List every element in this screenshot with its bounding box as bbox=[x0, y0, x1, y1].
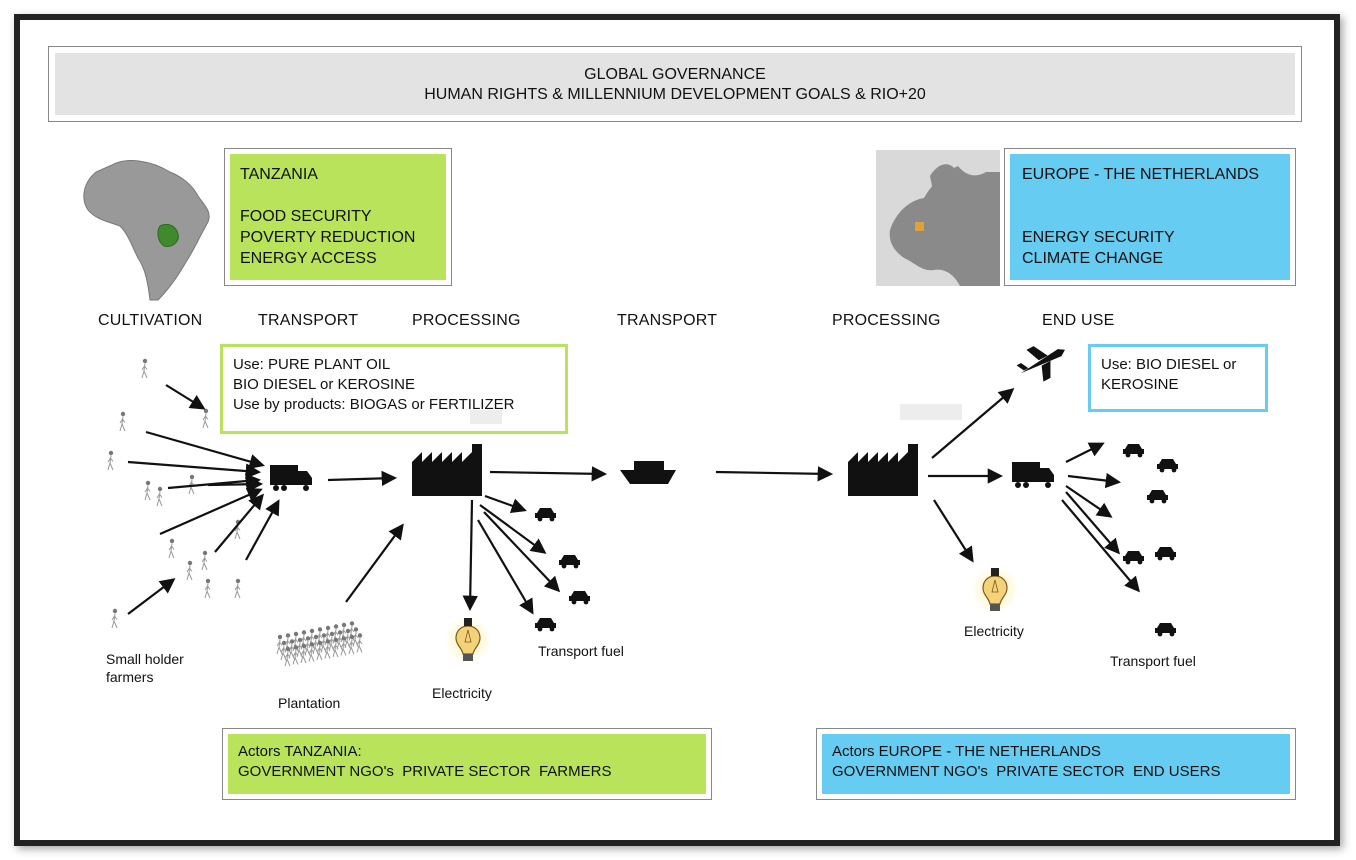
tanzania-goal: POVERTY REDUCTION bbox=[240, 229, 416, 246]
tanzania-title: TANZANIA bbox=[240, 166, 318, 183]
europe-title: EUROPE - THE NETHERLANDS bbox=[1022, 166, 1260, 183]
use-europe-box: Use: BIO DIESEL or KEROSINE bbox=[1088, 344, 1268, 412]
stage-end-use: END USE bbox=[1042, 312, 1115, 329]
stage-transport-tz: TRANSPORT bbox=[258, 312, 359, 329]
actors-europe-list: GOVERNMENT NGO's PRIVATE SECTOR END USER… bbox=[832, 763, 1221, 780]
diagram-frame bbox=[14, 14, 1340, 846]
actors-tanzania-title: Actors TANZANIA: bbox=[238, 743, 362, 760]
europe-box: EUROPE - THE NETHERLANDS ENERGY SECURITY… bbox=[1004, 148, 1296, 286]
actors-tanzania-box: Actors TANZANIA: GOVERNMENT NGO's PRIVAT… bbox=[222, 728, 712, 800]
use-tanzania-line: Use: PURE PLANT OIL bbox=[233, 356, 391, 373]
use-tanzania-line: BIO DIESEL or KEROSINE bbox=[233, 376, 415, 393]
stage-transport-sea: TRANSPORT bbox=[617, 312, 718, 329]
use-tanzania-box: Use: PURE PLANT OIL BIO DIESEL or KEROSI… bbox=[220, 344, 568, 434]
use-tanzania-line: Use by products: BIOGAS or FERTILIZER bbox=[233, 396, 515, 413]
use-europe-line: KEROSINE bbox=[1101, 376, 1179, 393]
actors-europe-title: Actors EUROPE - THE NETHERLANDS bbox=[832, 743, 1101, 760]
stage-processing-eu: PROCESSING bbox=[832, 312, 941, 329]
tanzania-goal: FOOD SECURITY bbox=[240, 208, 372, 225]
use-europe-line: Use: BIO DIESEL or bbox=[1101, 356, 1237, 373]
global-governance-subtitle: HUMAN RIGHTS & MILLENNIUM DEVELOPMENT GO… bbox=[424, 86, 926, 103]
actors-europe-box: Actors EUROPE - THE NETHERLANDS GOVERNME… bbox=[816, 728, 1296, 800]
global-governance-title: GLOBAL GOVERNANCE bbox=[584, 66, 766, 83]
stage-cultivation: CULTIVATION bbox=[98, 312, 203, 329]
electricity-eu-label: Electricity bbox=[964, 623, 1024, 639]
transport-fuel-tz-label: Transport fuel bbox=[538, 643, 624, 659]
smallholder-label: Small holder farmers bbox=[106, 651, 184, 685]
europe-goal: ENERGY SECURITY bbox=[1022, 229, 1175, 246]
transport-fuel-eu-label: Transport fuel bbox=[1110, 653, 1196, 669]
electricity-tz-label: Electricity bbox=[432, 685, 492, 701]
tanzania-box: TANZANIA FOOD SECURITY POVERTY REDUCTION… bbox=[224, 148, 452, 286]
actors-tanzania-list: GOVERNMENT NGO's PRIVATE SECTOR FARMERS bbox=[238, 763, 612, 780]
stage-processing-tz: PROCESSING bbox=[412, 312, 521, 329]
plantation-label: Plantation bbox=[278, 695, 341, 711]
global-governance-box: GLOBAL GOVERNANCE HUMAN RIGHTS & MILLENN… bbox=[48, 46, 1302, 122]
tanzania-goal: ENERGY ACCESS bbox=[240, 250, 377, 267]
europe-goal: CLIMATE CHANGE bbox=[1022, 250, 1164, 267]
